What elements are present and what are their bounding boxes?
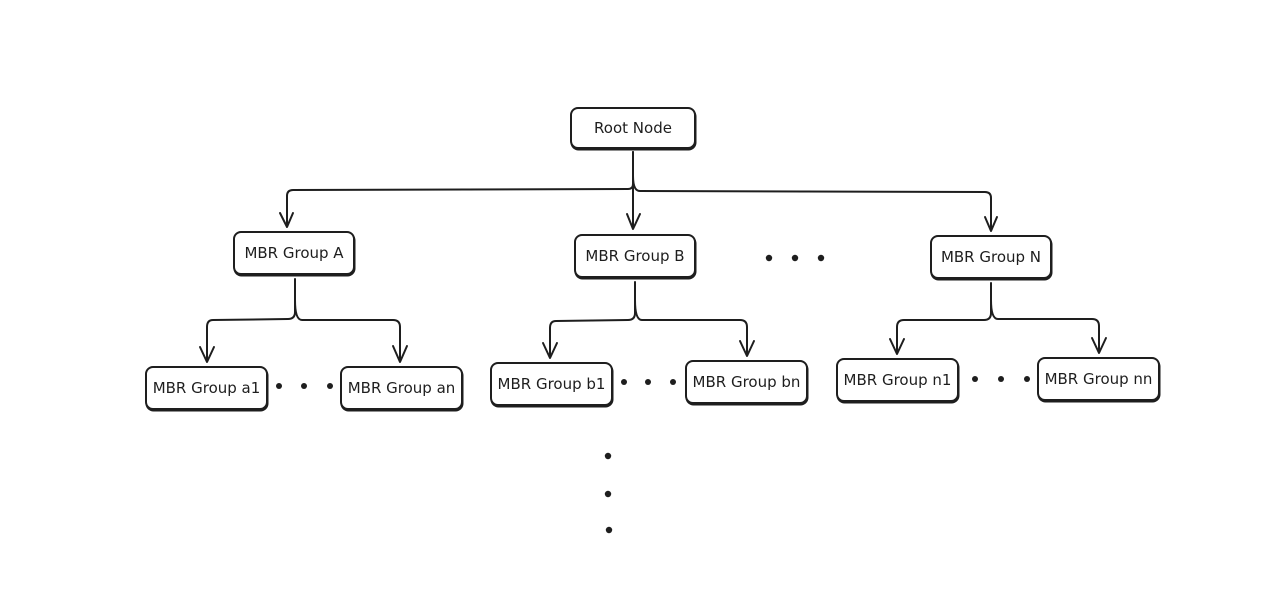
mbr-group-b-node: MBR Group B [574, 234, 696, 278]
arrowhead-a1 [199, 346, 215, 363]
ellipsis-dot [791, 254, 799, 262]
ellipsis-dot [1024, 376, 1030, 382]
mbr-group-n1-label: MBR Group n1 [843, 371, 952, 389]
mbr-group-n1-node: MBR Group n1 [836, 358, 959, 402]
mbr-group-nn-label: MBR Group nn [1044, 370, 1153, 388]
ellipsis-dot [765, 254, 773, 262]
mbr-group-an-label: MBR Group an [347, 379, 456, 397]
arrowhead-b1 [542, 342, 558, 359]
arrowhead-bn [739, 340, 755, 357]
ellipsis-dot [327, 383, 333, 389]
mbr-group-n-node: MBR Group N [930, 235, 1052, 279]
mbr-group-nn-node: MBR Group nn [1037, 357, 1160, 401]
connector-root-to-n [632, 175, 992, 231]
ellipsis-dot [817, 254, 825, 262]
ellipsis-dot [621, 379, 627, 385]
ellipsis-dot [605, 526, 613, 534]
mbr-group-a1-node: MBR Group a1 [145, 366, 268, 410]
connector-b-to-b1 [549, 281, 636, 358]
mbr-group-b1-label: MBR Group b1 [497, 375, 606, 393]
root-node: Root Node [570, 107, 696, 149]
root-node-label: Root Node [594, 119, 672, 137]
connector-a-to-a1 [206, 278, 296, 362]
arrowhead-a [279, 212, 294, 228]
connector-n-to-nn [990, 299, 1100, 353]
arrowhead-nn [1091, 337, 1107, 354]
ellipsis-dot [276, 383, 282, 389]
mbr-group-b-label: MBR Group B [585, 247, 685, 265]
connector-n-to-n1 [896, 282, 992, 354]
arrowhead-n [984, 216, 998, 232]
ellipsis-dot [998, 376, 1004, 382]
connector-root-to-a [286, 151, 634, 227]
mbr-group-a-node: MBR Group A [233, 231, 355, 275]
connector-b-to-bn [634, 299, 748, 356]
ellipsis-dot [604, 490, 612, 498]
ellipsis-dot [604, 452, 612, 460]
mbr-group-bn-label: MBR Group bn [692, 373, 801, 391]
ellipsis-dot [645, 379, 651, 385]
mbr-group-n-label: MBR Group N [940, 248, 1042, 266]
mbr-group-b1-node: MBR Group b1 [490, 362, 613, 406]
mbr-group-a1-label: MBR Group a1 [152, 379, 261, 397]
arrowhead-an [392, 345, 408, 363]
mbr-group-a-label: MBR Group A [244, 244, 344, 262]
mbr-group-an-node: MBR Group an [340, 366, 463, 410]
arrowhead-b [626, 213, 641, 230]
ellipsis-dot [972, 376, 978, 382]
ellipsis-dot [301, 383, 307, 389]
connector-a-to-an [294, 299, 401, 362]
ellipsis-dot [670, 379, 676, 385]
arrowhead-n1 [889, 338, 905, 355]
mbr-group-bn-node: MBR Group bn [685, 360, 808, 404]
